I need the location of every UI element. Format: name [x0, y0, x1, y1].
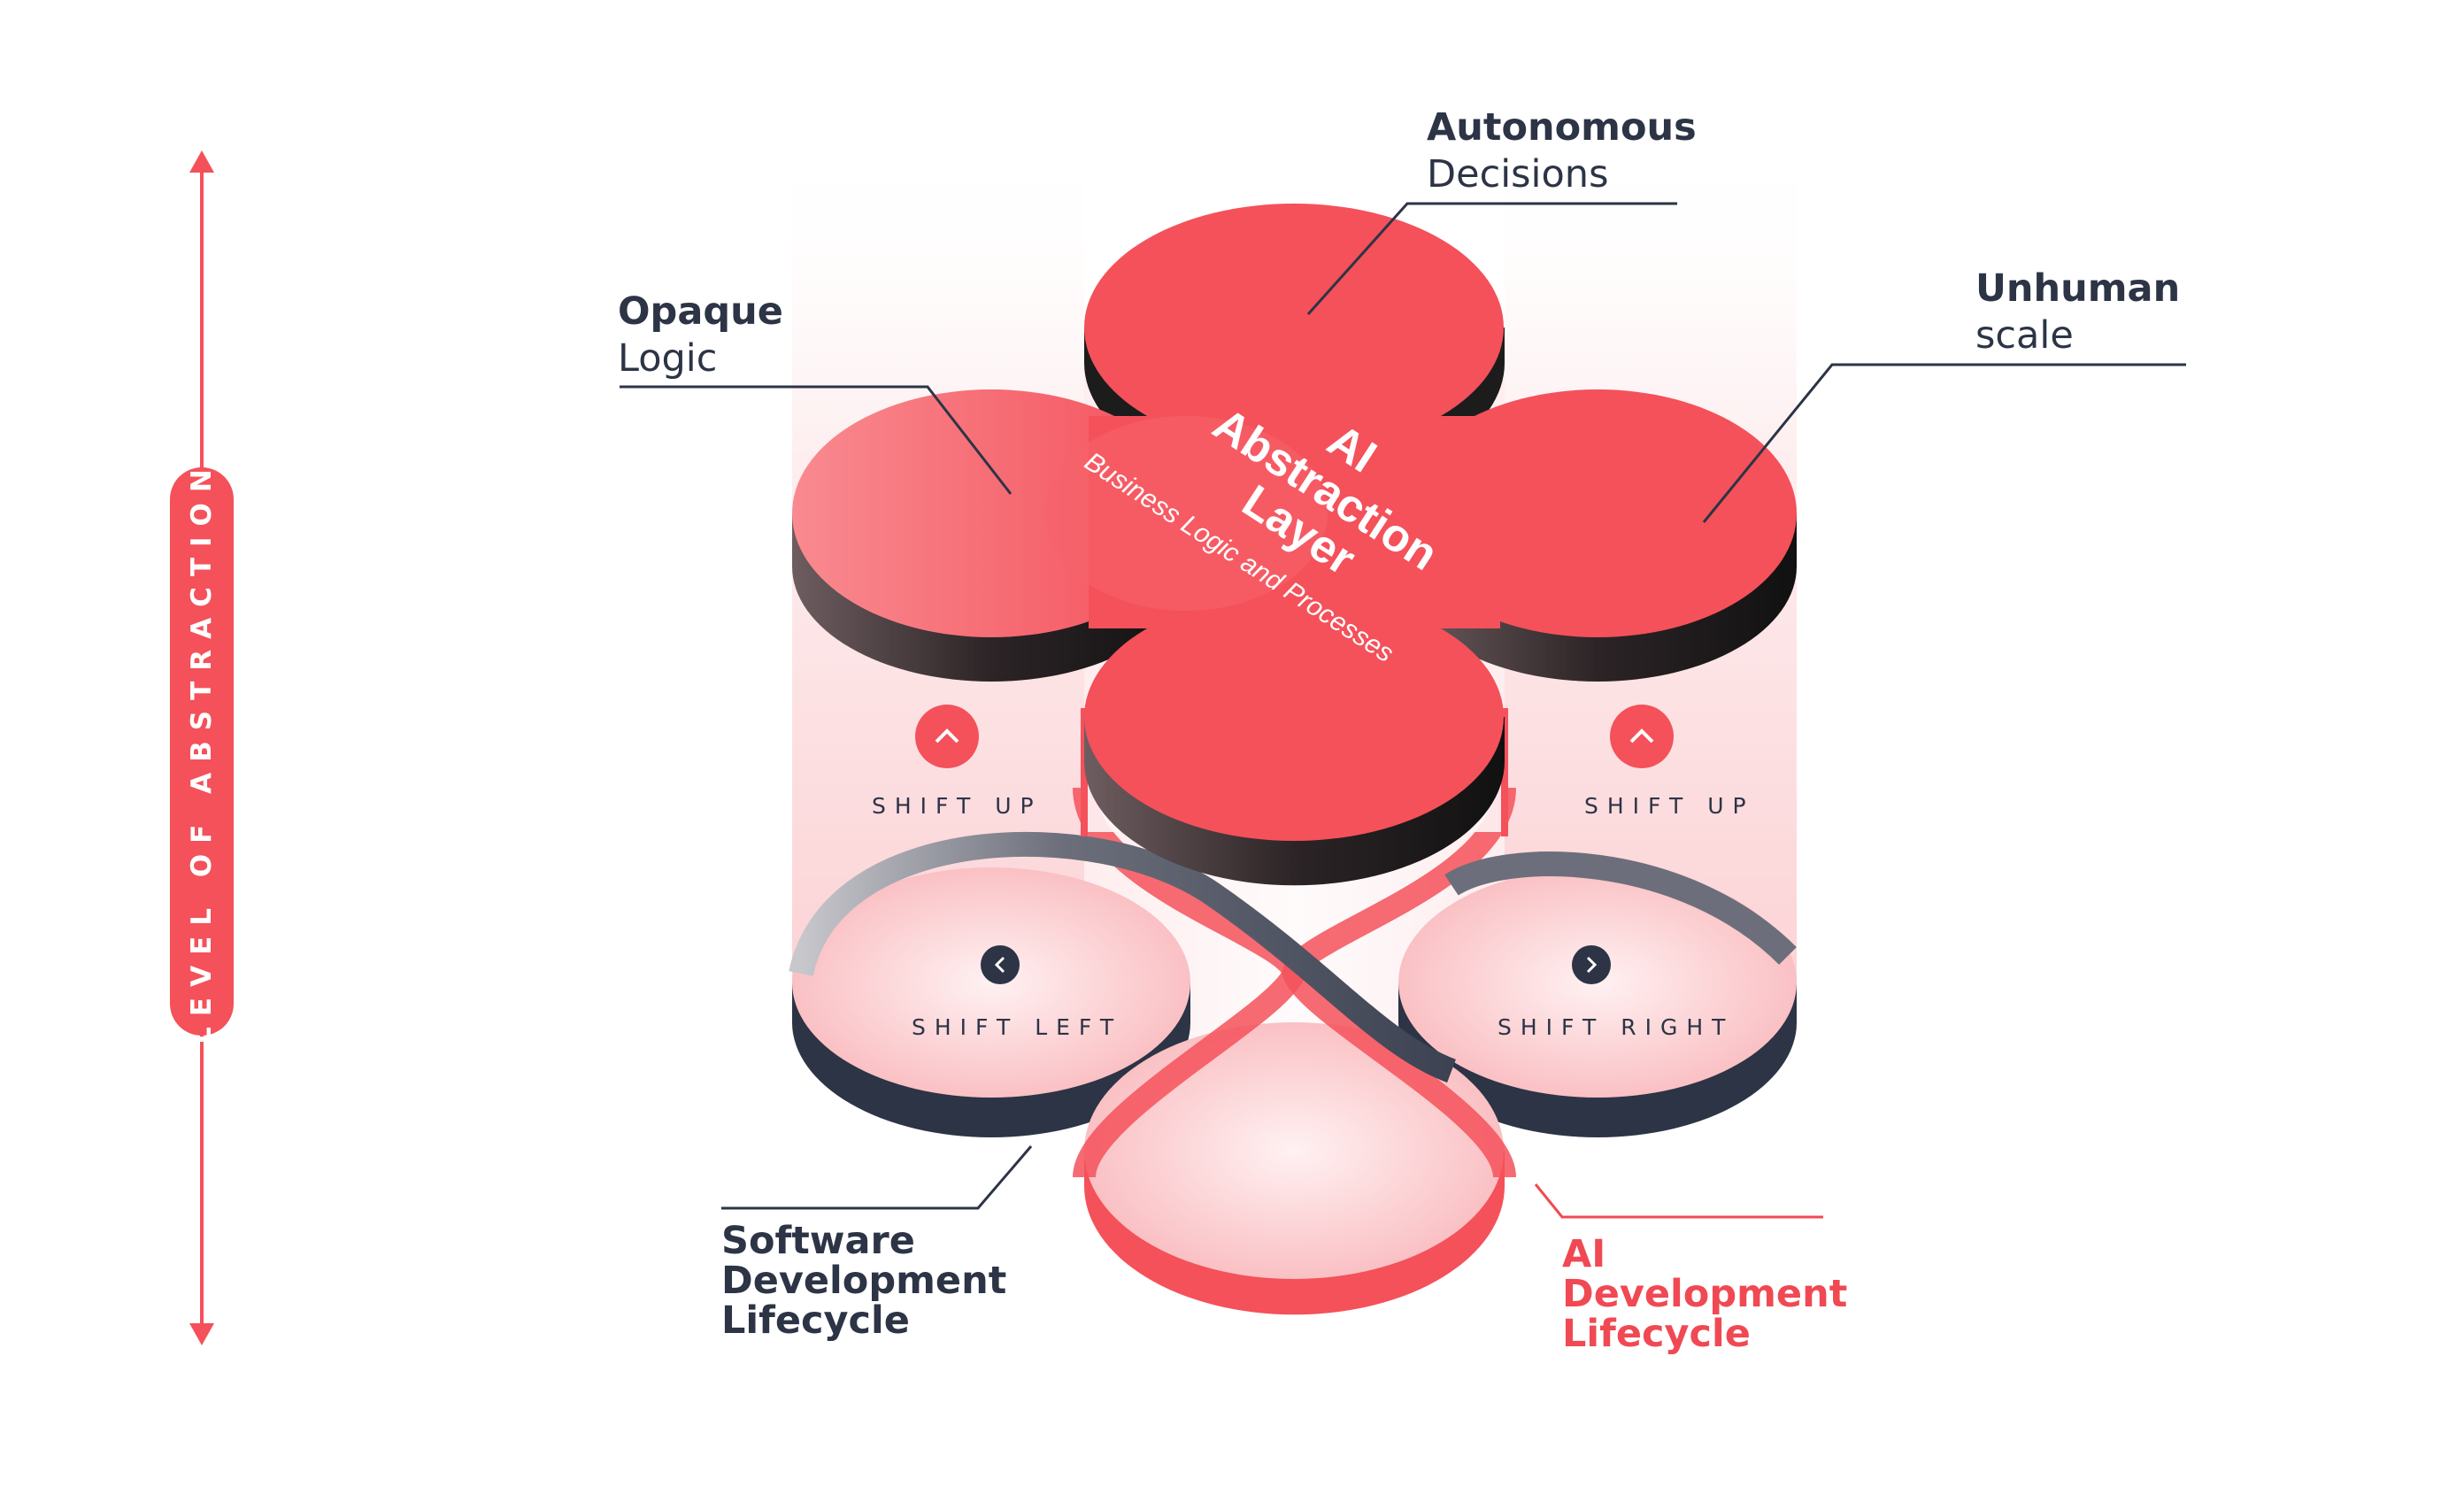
clover-top — [792, 204, 1797, 841]
callout-left-bold: Opaque — [618, 289, 783, 334]
axis-label: LEVEL OF ABSTRACTION — [170, 458, 234, 1044]
shift-right-label: SHIFT RIGHT — [1498, 1014, 1735, 1040]
aidlc-line-3: Lifecycle — [1562, 1312, 1751, 1356]
sdlc-line-2: Development — [721, 1259, 1007, 1303]
chevron-up-icon — [915, 705, 979, 768]
leader-line-ai — [1534, 1183, 1823, 1219]
callout-opaque-logic: Opaque Logic — [618, 289, 783, 382]
ribbon-software-lifecycle — [789, 831, 1797, 1083]
sdlc-line-3: Lifecycle — [721, 1298, 910, 1343]
chevron-right-icon — [1572, 945, 1611, 984]
sdlc-line-1: Software — [721, 1219, 915, 1263]
chevron-left-icon — [981, 945, 1020, 984]
leader-lines — [620, 202, 2186, 1210]
shift-left-label: SHIFT LEFT — [912, 1014, 1123, 1040]
disc-center-bottom — [1084, 1022, 1505, 1315]
callout-right-bold: Unhuman — [1975, 266, 2181, 311]
callout-top-bold: Autonomous — [1427, 105, 1697, 150]
shift-up-right-label: SHIFT UP — [1584, 793, 1755, 819]
chevron-up-icon — [1610, 705, 1674, 768]
callout-left-regular: Logic — [618, 336, 718, 381]
callout-unhuman-scale: Unhuman scale — [1975, 266, 2180, 359]
callout-right-regular: scale — [1975, 313, 2074, 358]
aidlc-line-2: Development — [1562, 1272, 1848, 1316]
disc-left-bottom — [792, 867, 1190, 1137]
label-software-development-lifecycle: Software Development Lifecycle — [721, 1221, 1006, 1341]
aidlc-line-1: AI — [1562, 1232, 1606, 1276]
shift-up-left-label: SHIFT UP — [872, 793, 1043, 819]
callout-top-regular: Decisions — [1427, 152, 1609, 196]
callout-autonomous-decisions: Autonomous Decisions — [1427, 104, 1697, 198]
axis-label-text: LEVEL OF ABSTRACTION — [186, 458, 218, 1044]
label-ai-development-lifecycle: AI Development Lifecycle — [1562, 1235, 1847, 1354]
